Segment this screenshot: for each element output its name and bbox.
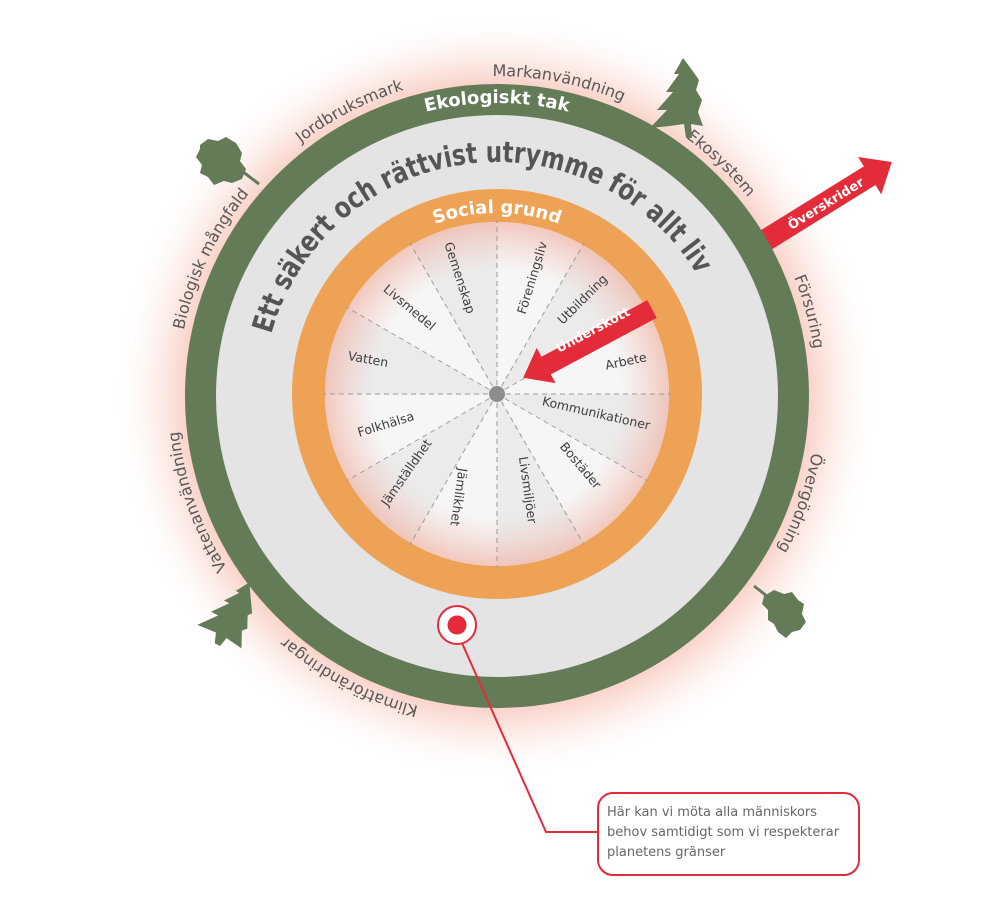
target-marker-icon: [437, 605, 477, 645]
segment-label-vatten: Vatten: [347, 348, 390, 370]
segment-divider: [346, 393, 498, 482]
callout-connector-line: [461, 642, 598, 833]
social-foundation-ring: [292, 189, 702, 599]
segment-dividers: [323, 220, 671, 568]
conifer-tree-icon: [650, 58, 703, 138]
segment-divider: [409, 393, 498, 545]
segment-divider: [496, 393, 585, 545]
shortfall-arrow-shape: [523, 300, 657, 384]
segment-divider: [409, 243, 498, 395]
callout-text: Här kan vi möta alla människors behov sa…: [607, 805, 840, 860]
wheel-center-dot: [489, 386, 505, 402]
deciduous-tree-icon: [753, 584, 806, 638]
callout-box: Här kan vi möta alla människors behov sa…: [597, 792, 860, 876]
overshoot-arrow-shape: [760, 157, 892, 250]
segment-divider: [496, 243, 585, 395]
segment-divider: [346, 306, 498, 395]
conifer-tree-icon: [197, 582, 253, 649]
segment-divider: [496, 393, 648, 482]
deciduous-tree-icon: [196, 137, 260, 186]
